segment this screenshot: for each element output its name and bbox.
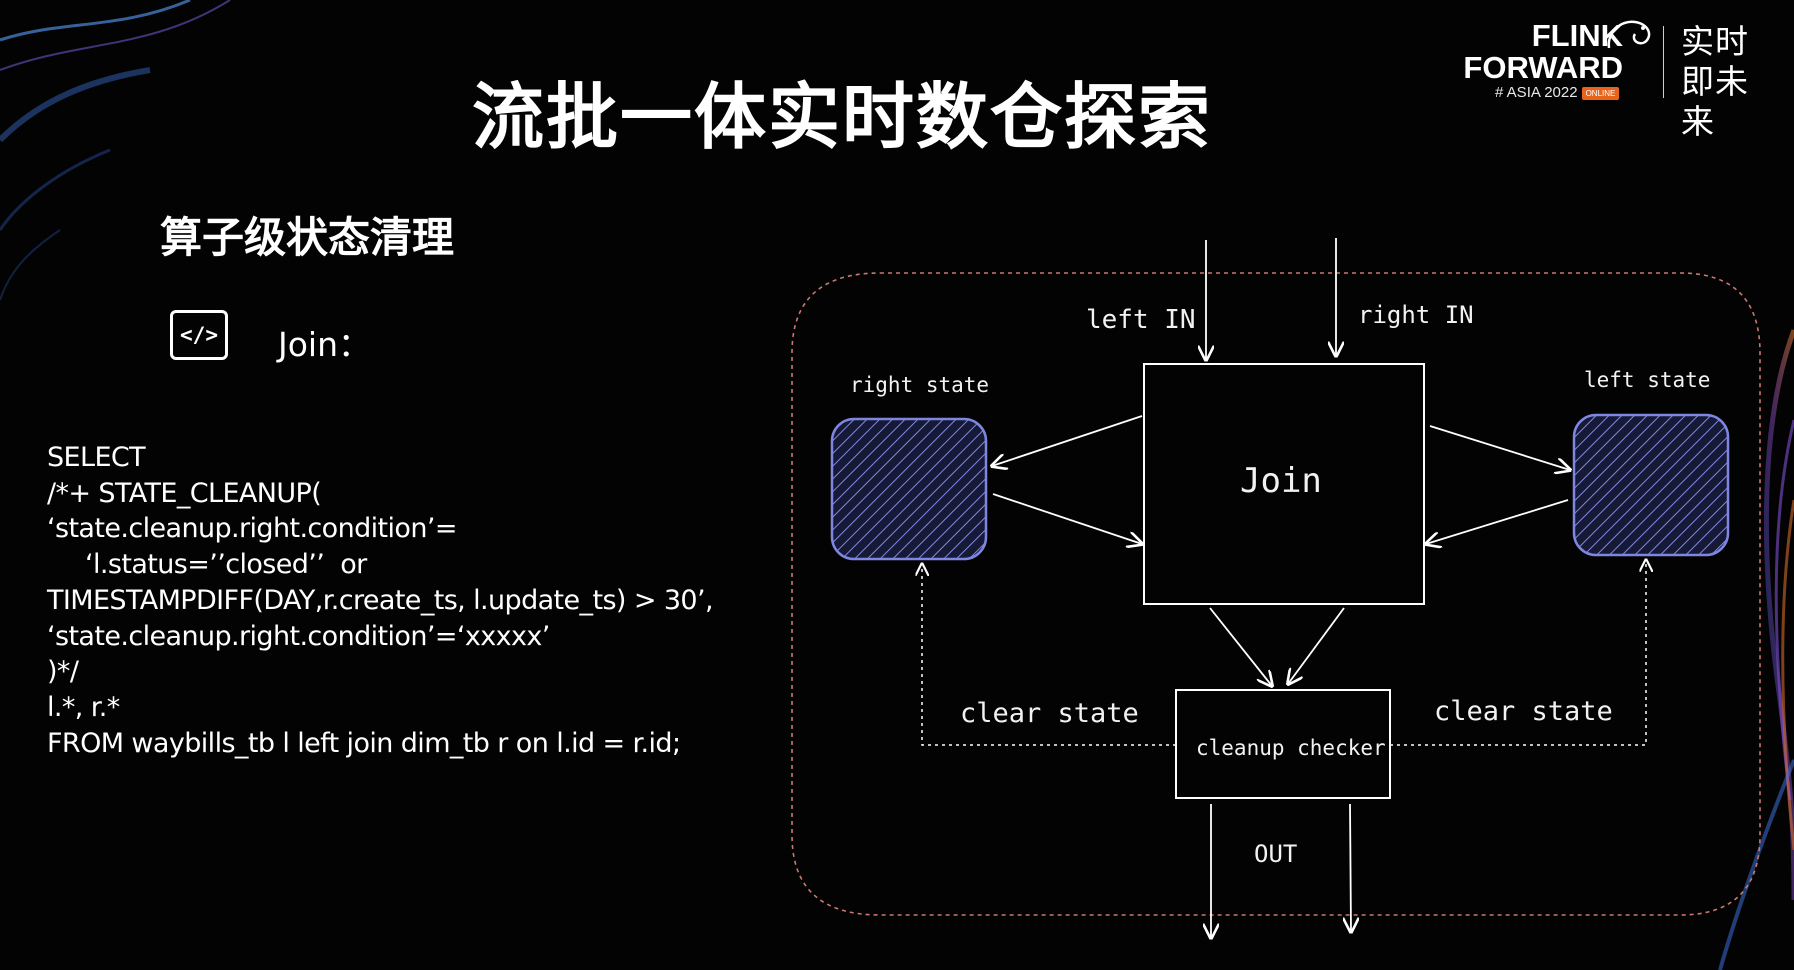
squirrel-icon	[1607, 20, 1651, 49]
sql-line: FROM waybills_tb l left join dim_tb r on…	[47, 727, 681, 759]
logo-cn-text: 实时即未来	[1681, 22, 1749, 141]
clear-state-left-label: clear state	[960, 698, 1139, 729]
online-badge: ONLINE	[1581, 86, 1620, 100]
left-state-to-join-arrow	[1426, 499, 1569, 544]
logo-line2: FORWARD	[1463, 50, 1623, 85]
right-state-box	[830, 417, 988, 561]
sql-line: ‘state.cleanup.right.condition’=‘xxxxx’	[47, 620, 550, 652]
join-to-right-state-arrow	[992, 415, 1143, 466]
cleanup-checker-box	[1175, 689, 1391, 799]
sql-line: l.*, r.*	[47, 691, 120, 723]
cleanup-checker-label: cleanup checker	[1196, 736, 1386, 760]
sql-code-block: SELECT /*+ STATE_CLEANUP( ‘state.cleanup…	[47, 440, 807, 761]
right-state-label: right state	[850, 373, 989, 397]
join-to-left-state-arrow	[1429, 425, 1570, 470]
left-state-label: left state	[1584, 368, 1710, 392]
clear-state-right-label: clear state	[1434, 696, 1613, 727]
join-box	[1143, 363, 1425, 605]
sql-line: ‘l.status=’’closed’’ or	[85, 549, 367, 581]
join-label: Join：	[278, 325, 372, 364]
left-state-box	[1572, 413, 1730, 557]
sql-line: )*/	[47, 656, 79, 688]
sql-line: /*+ STATE_CLEANUP(	[47, 477, 322, 509]
sql-line: TIMESTAMPDIFF(DAY,r.create_ts, l.update_…	[47, 584, 714, 616]
logo-sub-text: # ASIA 2022	[1495, 84, 1578, 101]
out-label: OUT	[1254, 840, 1297, 868]
section-heading: 算子级状态清理	[160, 213, 455, 262]
clear-right-state-path	[922, 564, 1176, 746]
join-to-checker-arrow-1	[1209, 607, 1272, 686]
join-to-checker-arrow-2	[1288, 607, 1345, 684]
left-in-label: left IN	[1086, 305, 1196, 335]
sql-line: SELECT	[47, 442, 146, 473]
sql-line: ‘state.cleanup.right.condition’=	[47, 513, 457, 545]
page-title: 流批一体实时数仓探索	[471, 75, 1212, 159]
join-box-label: Join	[1240, 461, 1322, 501]
right-state-to-join-arrow	[992, 493, 1142, 544]
out-arrow-2	[1350, 803, 1351, 932]
code-icon: </>	[170, 310, 228, 360]
logo-divider	[1663, 26, 1664, 98]
right-in-label: right IN	[1358, 301, 1474, 329]
clear-left-state-path	[1390, 560, 1646, 746]
operator-boundary	[791, 272, 1761, 916]
